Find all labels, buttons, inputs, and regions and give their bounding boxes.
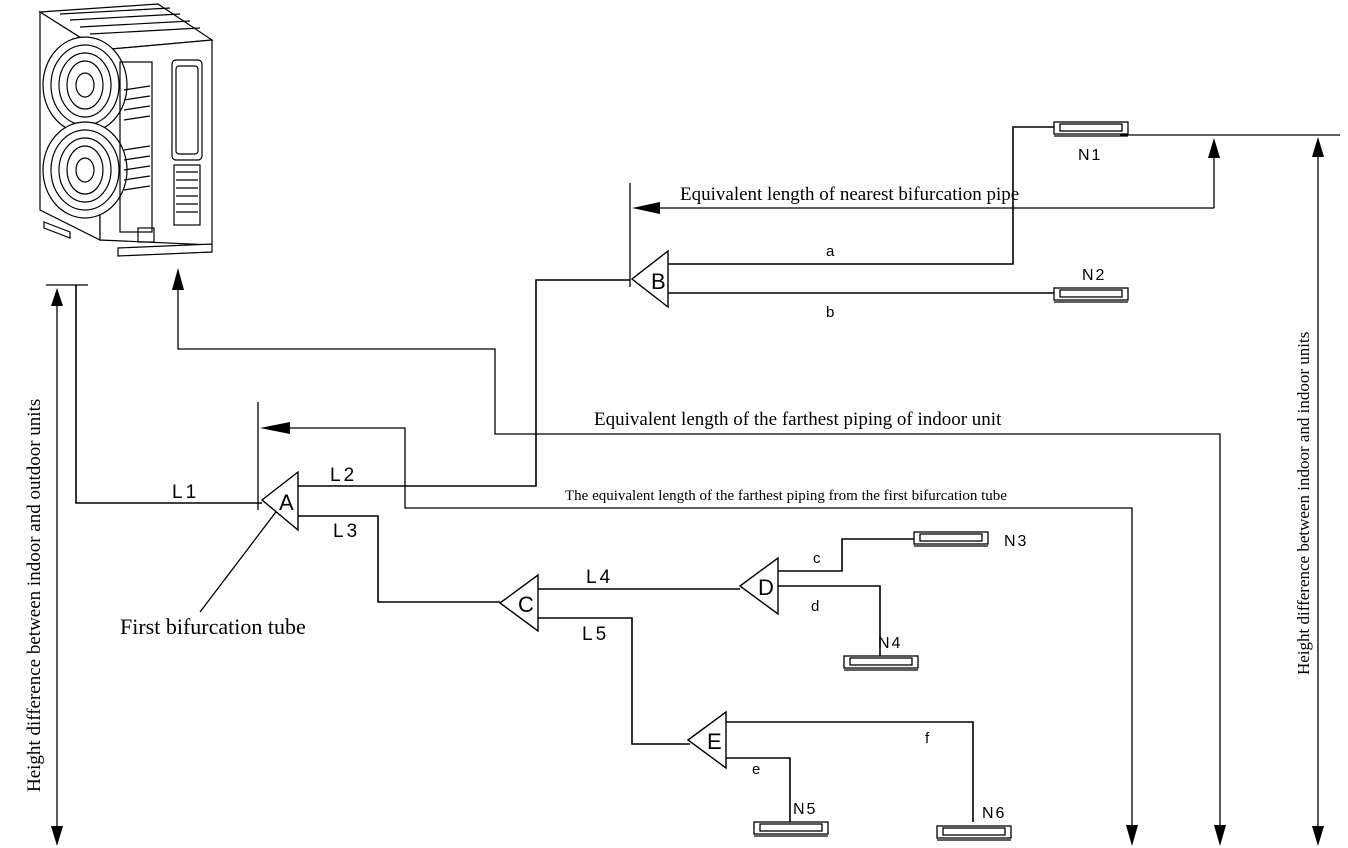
bifurcation-b: B <box>630 249 669 309</box>
indoor-unit-n6: N6 <box>936 805 1012 841</box>
indoor-unit-n1: N1 <box>1053 121 1129 164</box>
svg-text:E: E <box>707 729 722 754</box>
height-dimension-outdoor: Height difference between indoor and out… <box>24 284 88 846</box>
first-bifurcation-label: First bifurcation tube <box>120 614 306 639</box>
svg-text:N6: N6 <box>982 805 1006 822</box>
pipe-l3-label: L3 <box>333 521 360 542</box>
svg-text:N1: N1 <box>1078 147 1102 164</box>
nearest-pipe-label: Equivalent length of nearest bifurcation… <box>680 184 1019 205</box>
svg-text:N4: N4 <box>878 635 902 652</box>
pipe-d-label: d <box>811 598 819 615</box>
svg-text:N2: N2 <box>1082 267 1106 284</box>
bifurcation-a: A <box>260 470 299 532</box>
height-indoor-label: Height difference between indoor and ind… <box>1294 332 1313 675</box>
svg-text:A: A <box>279 490 294 515</box>
indoor-unit-n4: N4 <box>843 635 919 671</box>
outdoor-unit <box>38 3 214 257</box>
pipe-e-label: e <box>752 761 760 778</box>
svg-text:N5: N5 <box>793 801 817 818</box>
svg-text:C: C <box>518 592 534 617</box>
pipe-c-label: c <box>813 550 821 567</box>
piping <box>75 126 1054 822</box>
farthest-indoor-dimension: Equivalent length of the farthest piping… <box>172 268 1226 846</box>
pipe-b-label: b <box>826 304 834 321</box>
pipe-l1-label: L1 <box>172 482 199 503</box>
farthest-first-label: The equivalent length of the farthest pi… <box>565 488 1007 504</box>
bifurcation-d: D <box>738 556 779 616</box>
pipe-a-label: a <box>826 243 835 260</box>
height-dimension-indoor: Height difference between indoor and ind… <box>1120 134 1340 846</box>
pipe-l4-label: L4 <box>586 567 613 588</box>
farthest-indoor-label: Equivalent length of the farthest piping… <box>594 409 1002 430</box>
first-bifurcation-leader <box>199 499 286 613</box>
indoor-unit-n2: N2 <box>1053 267 1129 303</box>
svg-text:D: D <box>758 575 774 600</box>
indoor-unit-n3: N3 <box>913 531 1028 550</box>
farthest-first-dimension: The equivalent length of the farthest pi… <box>257 402 1138 846</box>
bifurcation-c: C <box>498 573 539 633</box>
svg-text:N3: N3 <box>1004 533 1028 550</box>
pipe-l5-label: L5 <box>582 624 609 645</box>
pipe-f-label: f <box>925 730 930 747</box>
nearest-bifurcation-dimension: Equivalent length of nearest bifurcation… <box>629 138 1220 287</box>
bifurcation-e: E <box>686 710 727 770</box>
indoor-unit-n5: N5 <box>753 801 829 837</box>
pipe-l2-label: L2 <box>330 465 357 486</box>
pipe-labels: L1 L2 L3 L4 L5 a b c d e f <box>172 243 930 778</box>
svg-text:B: B <box>651 269 666 294</box>
height-outdoor-label: Height difference between indoor and out… <box>24 399 45 792</box>
